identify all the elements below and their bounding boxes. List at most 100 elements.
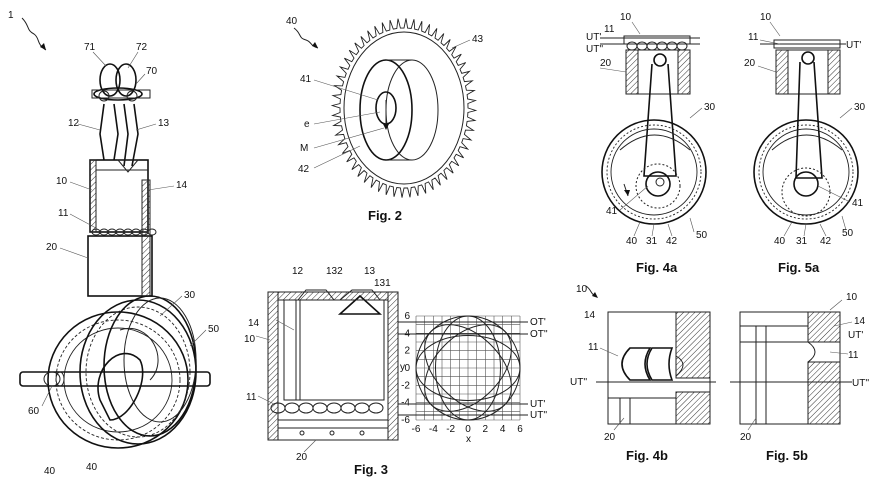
stroke-curve — [435, 315, 501, 421]
label-10: 10 — [576, 284, 588, 295]
label-UT1: UT' — [848, 330, 863, 341]
ball-11 — [621, 347, 652, 381]
con-rod-eye-right — [115, 63, 137, 97]
label-OT1: OT' — [530, 317, 546, 328]
label-30: 30 — [184, 290, 196, 301]
label-42: 42 — [666, 236, 678, 247]
label-72: 72 — [136, 42, 148, 53]
label-UT2: UT'' — [852, 378, 869, 389]
label-132: 132 — [326, 266, 343, 277]
label-20: 20 — [604, 432, 616, 443]
x-tick-label: -6 — [412, 424, 421, 435]
label-31: 31 — [796, 236, 808, 247]
label-UT1: UT' — [530, 399, 545, 410]
y-tick-label: 2 — [404, 346, 410, 357]
fig1: 1 71 72 70 12 13 10 14 11 20 30 50 60 40… — [8, 10, 220, 477]
caption-fig4b: Fig. 4b — [626, 448, 668, 463]
gear-43 — [330, 18, 478, 198]
label-10: 10 — [620, 12, 632, 23]
label-14: 14 — [248, 318, 260, 329]
stroke-curve — [424, 324, 512, 412]
label-UT2: UT'' — [530, 410, 547, 421]
caption-fig5b: Fig. 5b — [766, 448, 808, 463]
label-11: 11 — [588, 342, 599, 353]
stroke-curve — [415, 335, 521, 401]
label-40: 40 — [626, 236, 638, 247]
label-40: 40 — [286, 16, 298, 27]
label-14: 14 — [854, 316, 866, 327]
label-1: 1 — [8, 10, 14, 21]
axis-y-label: y — [400, 362, 405, 373]
arrow-head-icon — [40, 43, 46, 50]
label-42: 42 — [298, 164, 310, 175]
label-50: 50 — [208, 324, 220, 335]
balls-11 — [270, 402, 384, 414]
label-50: 50 — [696, 230, 708, 241]
label-20: 20 — [740, 432, 752, 443]
caption-fig4a: Fig. 4a — [636, 260, 678, 275]
x-tick-label: 0 — [465, 424, 471, 435]
fig2: 40 43 41 e M 42 Fig. 2 — [286, 16, 484, 223]
label-10: 10 — [56, 176, 68, 187]
label-11: 11 — [848, 350, 859, 361]
label-30: 30 — [704, 102, 716, 113]
label-41: 41 — [852, 198, 864, 209]
label-71: 71 — [84, 42, 96, 53]
label-20: 20 — [744, 58, 756, 69]
leader-arrow-icon — [21, 17, 47, 51]
fig4a: 10 11 UT' UT'' 20 30 41 40 31 42 50 Fig.… — [586, 12, 716, 275]
label-e: e — [304, 119, 310, 130]
label-UT2: UT'' — [570, 377, 587, 388]
label-20: 20 — [600, 58, 612, 69]
y-tick-label: -2 — [401, 380, 410, 391]
label-42: 42 — [820, 236, 832, 247]
label-12: 12 — [292, 266, 304, 277]
label-UT1: UT' — [846, 40, 861, 51]
stroke-curve — [424, 324, 512, 412]
label-31: 31 — [646, 236, 658, 247]
label-11: 11 — [58, 208, 69, 219]
crank-web — [97, 352, 144, 421]
label-20: 20 — [46, 242, 58, 253]
label-41: 41 — [606, 206, 618, 217]
cylinder-wall-right — [387, 291, 399, 441]
label-50: 50 — [842, 228, 854, 239]
label-10: 10 — [846, 292, 858, 303]
x-tick-label: 4 — [500, 424, 506, 435]
part-13 — [337, 294, 383, 315]
label-14: 14 — [176, 180, 188, 191]
cylinder-wall-left — [267, 291, 279, 441]
label-40-a: 40 — [44, 466, 56, 477]
y-tick-label: 0 — [404, 363, 410, 374]
label-11: 11 — [748, 32, 759, 43]
x-tick-label: 6 — [517, 424, 523, 435]
piston-10 — [89, 159, 149, 233]
x-tick-label: 2 — [483, 424, 489, 435]
label-11: 11 — [246, 392, 257, 403]
cylinder-20 — [87, 235, 153, 297]
label-14: 14 — [584, 310, 596, 321]
y-tick-label: -4 — [401, 398, 410, 409]
label-OT2: OT'' — [530, 329, 548, 340]
caption-fig5a: Fig. 5a — [778, 260, 820, 275]
axis-x-label: x — [466, 434, 471, 445]
label-40-b: 40 — [86, 462, 98, 473]
y-tick-label: 6 — [404, 311, 410, 322]
fig4b: 10 14 11 UT'' 20 Fig. 4b — [570, 284, 716, 463]
con-rod-13 — [123, 103, 129, 167]
eccentric-41 — [793, 171, 819, 197]
shaft-60 — [19, 371, 211, 387]
label-13: 13 — [158, 118, 170, 129]
fig5b: 10 14 UT' 11 UT'' 20 Fig. 5b — [730, 292, 869, 463]
label-43: 43 — [472, 34, 484, 45]
label-M: M — [300, 143, 308, 154]
fig5a: 10 11 UT' 20 30 41 40 31 42 50 Fig. 5a — [744, 12, 866, 275]
y-tick-label: -6 — [401, 415, 410, 426]
eccentric-41 — [645, 171, 671, 197]
balls-11 — [626, 41, 688, 51]
label-UT2: UT'' — [586, 44, 603, 55]
label-10: 10 — [244, 334, 256, 345]
